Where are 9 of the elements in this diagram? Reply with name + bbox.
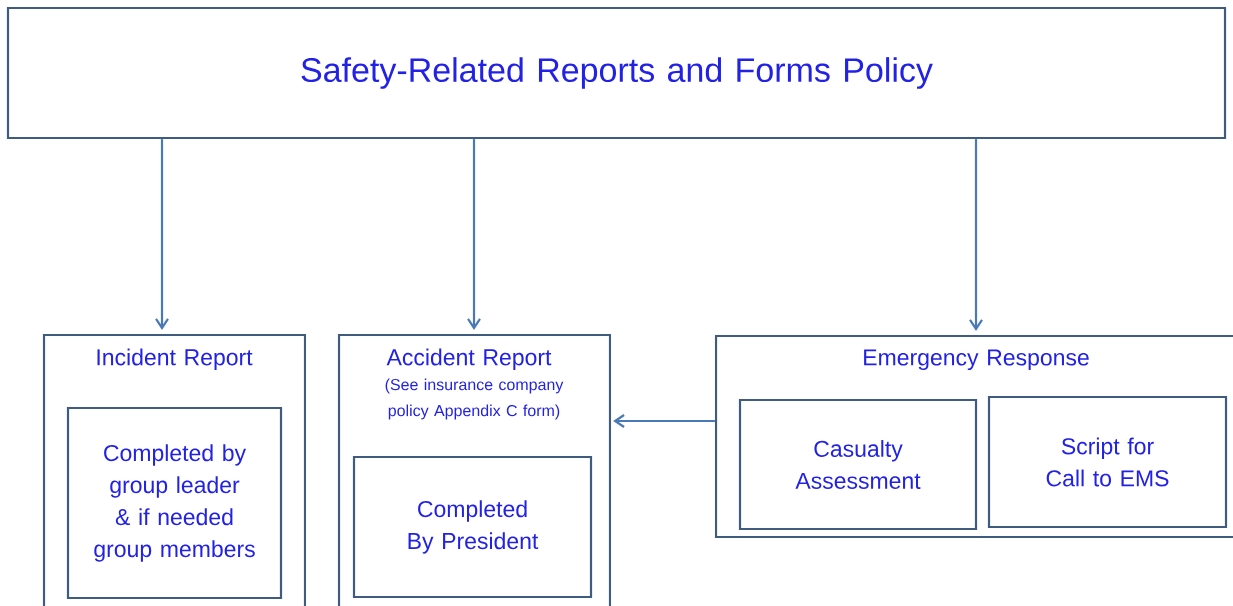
title-box: Safety-Related Reports and Forms Policy [6,6,1227,140]
process-box: Script for Call to EMS [987,395,1228,529]
arrow [969,139,983,331]
process-box: Completed by group leader & if needed group members [66,406,283,600]
process-box: Casualty Assessment [738,398,978,531]
arrow [467,139,481,330]
arrow [613,414,715,428]
process-box: Completed By President [352,455,593,599]
arrow [155,139,169,330]
